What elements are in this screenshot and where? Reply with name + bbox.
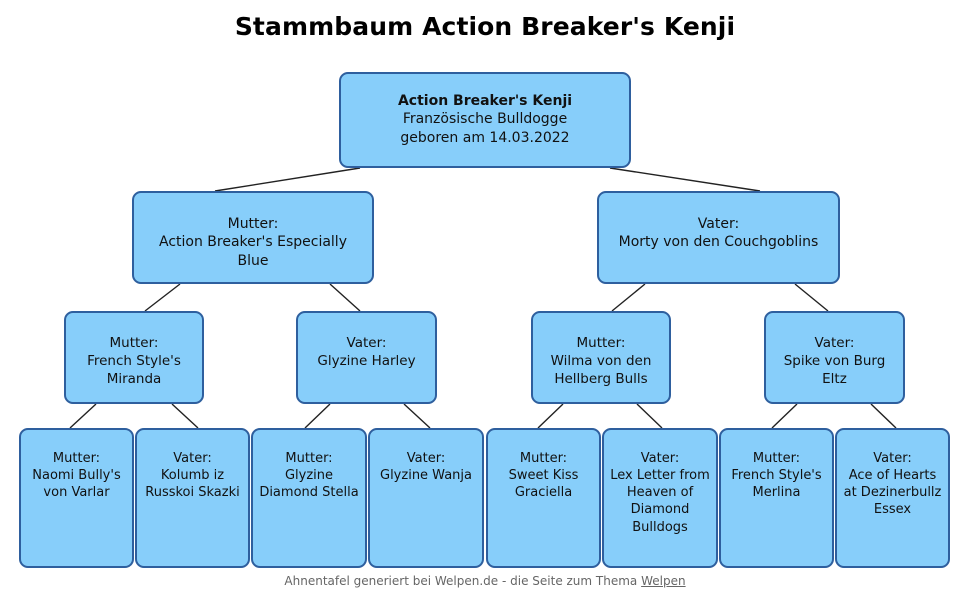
node-role: Vater: [640,451,680,466]
node-name-line-4: Bulldogs [632,519,688,535]
node-name-line-2: Blue [237,252,269,269]
footer-welpen-link[interactable]: Welpen [641,574,686,588]
node-proband[interactable]: Action Breaker's Kenji Französische Bull… [339,72,631,168]
node-role: Mutter: [227,216,279,232]
connector-gen3a-mutter [69,403,97,429]
node-gen4-6[interactable]: Vater: Lex Letter from Heaven of Diamond… [602,428,718,568]
connector-gen2b-mutter [611,283,646,312]
connector-root-vater [609,167,761,192]
node-role: Vater: [814,335,855,351]
node-gen4-5[interactable]: Mutter: Sweet Kiss Graciella [486,428,601,568]
connector-gen3d-vater [870,403,897,429]
footer-text: Ahnentafel generiert bei Welpen.de - die… [284,574,642,588]
node-role: Vater: [697,216,740,232]
node-gen4-8[interactable]: Vater: Ace of Hearts at Dezinerbullz Ess… [835,428,950,568]
node-name-line-1: Spike von Burg [783,352,886,369]
node-role: Vater: [346,335,387,351]
node-gen3-vater-vater[interactable]: Vater: Spike von Burg Eltz [764,311,905,404]
footer-note: Ahnentafel generiert bei Welpen.de - die… [0,574,970,588]
node-role: Mutter: [576,335,626,351]
node-name-line-2: Miranda [106,370,162,387]
node-name-line-2: at Dezinerbullz [843,485,942,501]
node-name-line-1: Morty von den Couchgoblins [618,234,819,251]
node-role: Vater: [173,451,212,466]
node-name-line-2: von Varlar [43,485,110,501]
connector-gen3d-mutter [771,403,798,429]
node-gen3-vater-mutter[interactable]: Mutter: Wilma von den Hellberg Bulls [531,311,671,404]
node-gen4-1[interactable]: Mutter: Naomi Bully's von Varlar [19,428,134,568]
page-title: Stammbaum Action Breaker's Kenji [234,12,736,41]
node-name-line-3: Essex [873,502,912,518]
proband-name: Action Breaker's Kenji [397,93,573,109]
node-gen2-mutter[interactable]: Mutter: Action Breaker's Especially Blue [132,191,374,284]
proband-birth: geboren am 14.03.2022 [400,129,570,146]
node-name-line-2: Eltz [822,370,847,387]
node-name-line-3: Diamond [630,502,690,518]
node-gen4-7[interactable]: Mutter: French Style's Merlina [719,428,834,568]
node-name-line-1: Action Breaker's Especially [159,234,347,251]
node-name-line-1: Naomi Bully's [32,468,121,484]
node-gen4-2[interactable]: Vater: Kolumb iz Russkoi Skazki [135,428,250,568]
node-name-line-2: Graciella [514,485,573,501]
connector-gen2b-vater [794,283,829,312]
node-name-line-2: Heaven of [626,485,694,501]
connector-root-mutter [214,167,361,192]
node-name-line-1: Kolumb iz [160,468,225,484]
node-gen3-mutter-vater[interactable]: Vater: Glyzine Harley [296,311,437,404]
node-name-line-1: Glyzine Wanja [380,468,472,484]
node-name-line-1: French Style's [87,352,181,369]
connector-gen2a-mutter [144,283,181,312]
connector-gen3c-mutter [537,403,564,429]
node-gen3-mutter-mutter[interactable]: Mutter: French Style's Miranda [64,311,204,404]
node-name-line-1: Sweet Kiss [508,468,579,484]
proband-breed: Französische Bulldogge [402,111,568,128]
node-gen2-vater[interactable]: Vater: Morty von den Couchgoblins [597,191,840,284]
node-role: Mutter: [519,451,568,466]
node-role: Mutter: [109,335,159,351]
node-role: Mutter: [752,451,801,466]
connector-gen3b-mutter [304,403,331,429]
node-name-line-2: Merlina [752,485,801,501]
node-role: Vater: [406,451,446,466]
node-name-line-1: French Style's [731,468,822,484]
node-gen4-4[interactable]: Vater: Glyzine Wanja [368,428,484,568]
connector-gen3a-vater [171,403,199,429]
node-name-line-1: Wilma von den [550,352,652,369]
connector-gen3b-vater [403,403,431,429]
node-name-line-2: Hellberg Bulls [554,370,648,387]
node-role: Vater: [873,451,912,466]
node-name-line-1: Glyzine Harley [317,352,416,369]
node-name-line-2: Diamond Stella [259,485,359,501]
node-name-line-1: Glyzine [284,468,334,484]
node-name-line-1: Ace of Hearts [848,468,937,484]
connector-gen3c-vater [636,403,663,429]
connector-gen2a-vater [329,283,361,312]
node-gen4-3[interactable]: Mutter: Glyzine Diamond Stella [251,428,367,568]
node-role: Mutter: [52,451,101,466]
node-name-line-2: Russkoi Skazki [145,485,240,501]
node-role: Mutter: [285,451,333,466]
node-name-line-1: Lex Letter from [610,468,710,484]
